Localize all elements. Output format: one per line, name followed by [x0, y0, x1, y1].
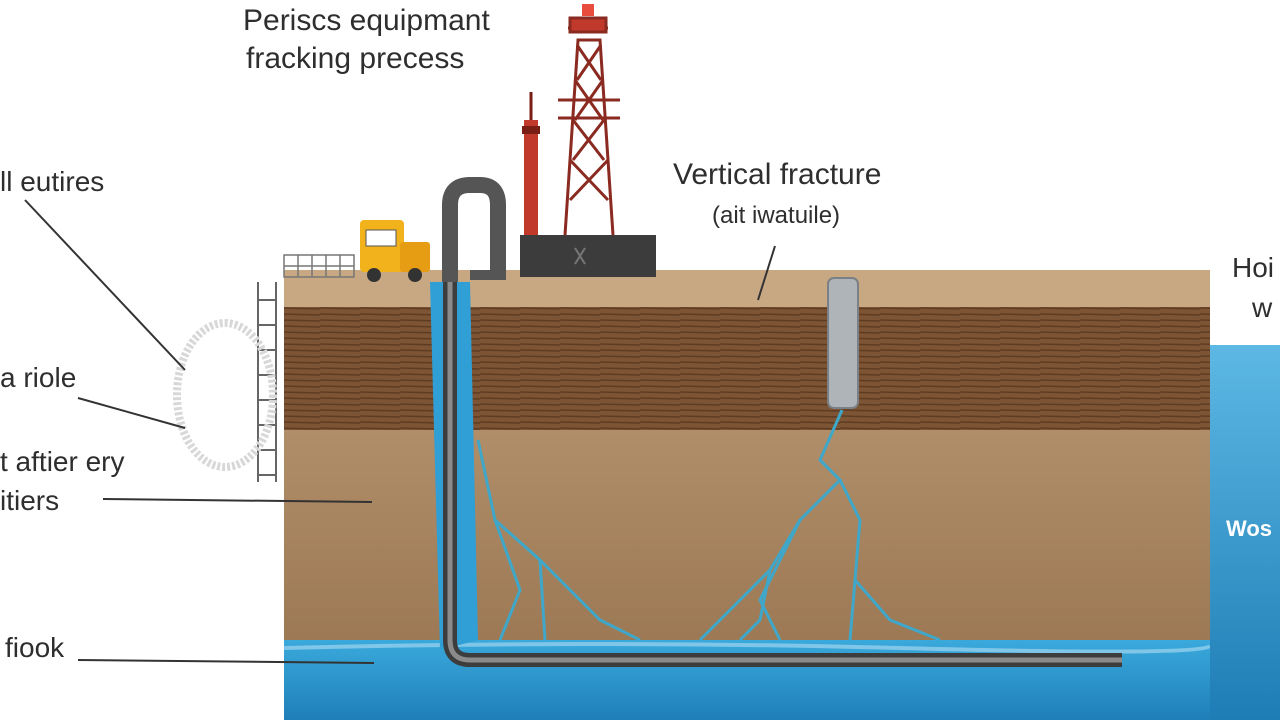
- fence-icon: [283, 254, 355, 278]
- label-left-mid: a riole: [0, 362, 77, 393]
- label-right-top-1: Hoi: [1232, 252, 1275, 283]
- title-line-1: Perisсs equipmant: [243, 4, 490, 37]
- label-left-lower-2: itiers: [0, 485, 60, 516]
- pump-unit: [520, 235, 656, 277]
- surface-water-body: [1210, 345, 1280, 720]
- wellhead-pipe-icon: [442, 177, 506, 282]
- coiled-hose: [173, 319, 277, 471]
- label-left-bottom: fiook: [5, 632, 65, 663]
- flare-stack-icon: [522, 92, 540, 238]
- label-vertical-fracture-sub: (ait iwatuile): [712, 202, 841, 229]
- well-pipe: [443, 282, 1122, 667]
- title-line-2: fracking precess: [246, 42, 465, 75]
- truck-icon: [360, 220, 430, 282]
- label-right-top-2: w: [1252, 292, 1273, 323]
- label-vertical-fracture: Vertical fracture: [673, 158, 882, 191]
- label-left-top: ll eutires: [0, 166, 105, 197]
- ground-cross-section: [283, 270, 1212, 720]
- monitoring-casing: [827, 277, 859, 409]
- rock-layer: [284, 430, 1210, 645]
- label-right-water: Wos: [1226, 516, 1273, 541]
- label-left-lower-1: t aftier ery: [0, 446, 125, 477]
- topsoil-layer: [284, 270, 1210, 310]
- fracture-network: [476, 409, 941, 642]
- leader-lines: [24, 199, 776, 664]
- drilling-rig-icon: [558, 4, 620, 236]
- shale-layer: [284, 307, 1210, 435]
